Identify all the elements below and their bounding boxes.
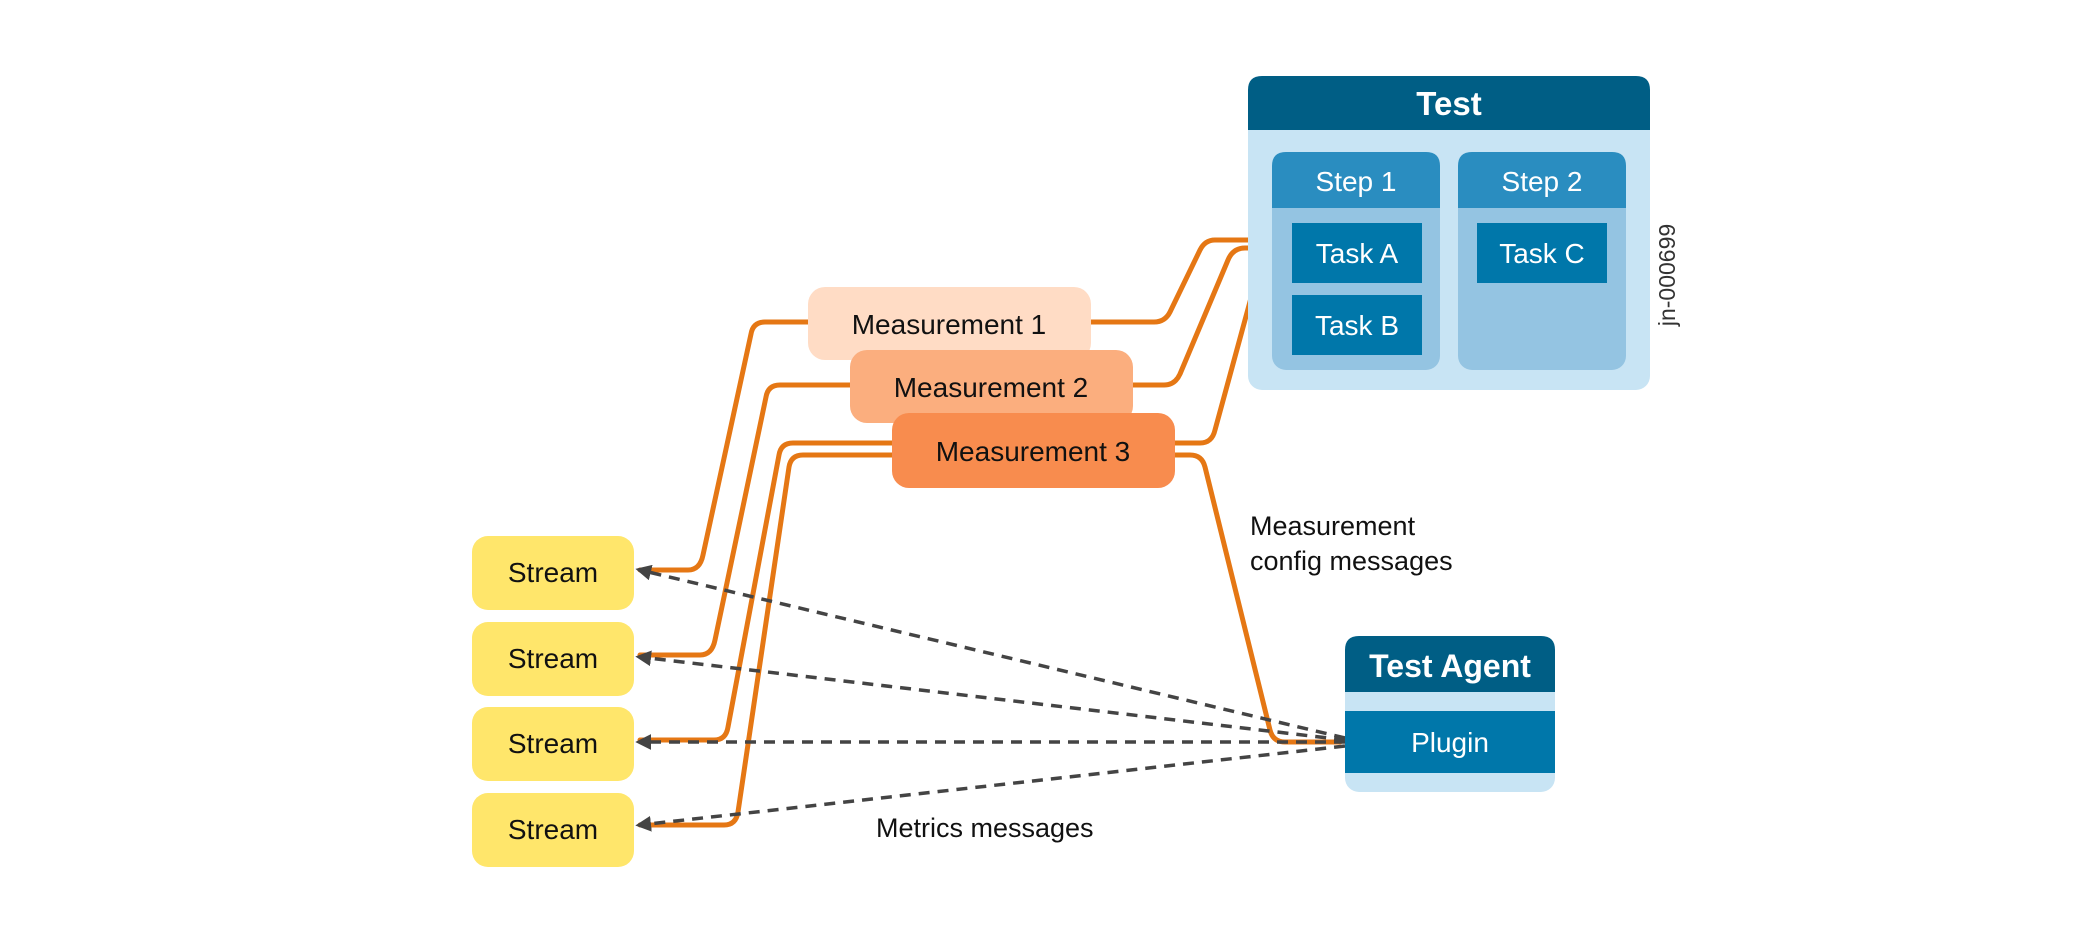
connector-task-a-measurement-2 [1121, 245, 1291, 388]
test-panel: Test Step 1 Task A Task B Step 2 Task C [1248, 76, 1650, 390]
test-panel-header [1248, 76, 1650, 130]
task-b-box [1292, 295, 1422, 355]
connector-task-a-measurement-1 [1077, 237, 1291, 325]
metrics-arrows [635, 564, 1346, 832]
connector-measurement-2-stream-2 [637, 382, 853, 658]
measurement-1-label: Measurement 1 [852, 309, 1047, 340]
test-agent-title: Test Agent [1369, 648, 1531, 684]
measurement-1-box [808, 287, 1091, 360]
connector-measurement-1-stream-1 [637, 319, 811, 573]
stream-3: Stream [472, 707, 634, 781]
metrics-arrow-stream-4 [635, 744, 1346, 832]
measurement-3: Measurement 3 [892, 413, 1175, 488]
test-agent: Test Agent Plugin [1345, 636, 1555, 792]
measurement-3-label: Measurement 3 [936, 436, 1131, 467]
config-messages-label-line2: config messages [1250, 546, 1453, 576]
figure-id: jn-000699 [1654, 224, 1680, 327]
plugin-label: Plugin [1411, 727, 1489, 758]
connector-measurement-3-stream-3 [637, 440, 895, 743]
config-messages-label-line1: Measurement [1250, 511, 1416, 541]
task-b-label: Task B [1315, 310, 1399, 341]
stream-3-box [472, 707, 634, 781]
measurement-2-box [850, 350, 1133, 423]
measurement-3-box [892, 413, 1175, 488]
measurement-1: Measurement 1 [808, 287, 1091, 360]
test-title: Test [1416, 85, 1481, 122]
measurement-2-label: Measurement 2 [894, 372, 1089, 403]
task-a-label: Task A [1316, 238, 1399, 269]
task-c-box [1477, 223, 1607, 283]
metrics-arrow-stream-1 [635, 564, 1346, 740]
stream-4: Stream [472, 793, 634, 867]
stream-1: Stream [472, 536, 634, 610]
stream-1-label: Stream [508, 557, 598, 588]
step-1-label: Step 1 [1316, 166, 1397, 197]
step-2: Step 2 Task C [1458, 152, 1626, 370]
test-agent-header [1345, 636, 1555, 692]
measurement-2: Measurement 2 [850, 350, 1133, 423]
stream-3-label: Stream [508, 728, 598, 759]
step-2-label: Step 2 [1502, 166, 1583, 197]
connector-measurement-3-plugin [1163, 452, 1343, 745]
task-a-box [1292, 223, 1422, 283]
stream-2: Stream [472, 622, 634, 696]
connector-measurement-3-stream-4 [637, 452, 895, 828]
step-2-header [1458, 152, 1626, 208]
stream-2-box [472, 622, 634, 696]
step-1: Step 1 Task A Task B [1272, 152, 1440, 370]
stream-2-label: Stream [508, 643, 598, 674]
stream-4-box [472, 793, 634, 867]
plugin-box [1345, 711, 1555, 773]
metrics-arrow-stream-2 [635, 650, 1346, 742]
stream-1-box [472, 536, 634, 610]
step-1-header [1272, 152, 1440, 208]
metrics-messages-label: Metrics messages [876, 813, 1094, 843]
task-c-label: Task C [1499, 238, 1585, 269]
stream-4-label: Stream [508, 814, 598, 845]
